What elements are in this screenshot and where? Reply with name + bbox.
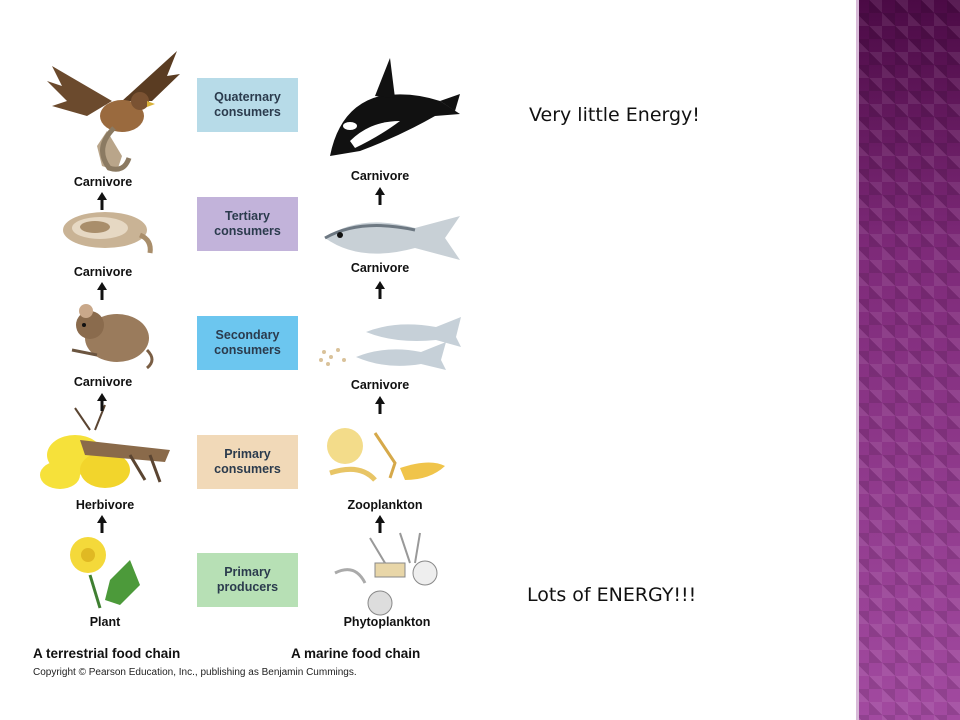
level-tertiary-consumers: Tertiary consumers [197, 197, 298, 251]
tuna-illustration [324, 216, 460, 260]
level-primary-consumers: Primary consumers [197, 435, 298, 489]
grasshopper-on-flower-illustration [40, 404, 170, 489]
orca-illustration [330, 58, 460, 156]
marine-label-3: Carnivore [350, 378, 410, 392]
zooplankton-illustration [327, 428, 445, 482]
arrow-up-icon [375, 396, 385, 414]
phytoplankton-illustration [334, 532, 438, 616]
terrestrial-label-5: Plant [89, 615, 121, 629]
decorative-side-band [856, 0, 960, 720]
level-quaternary-consumers: Quaternary consumers [197, 78, 298, 132]
small-fish-illustration [319, 317, 461, 370]
terrestrial-label-2: Carnivore [73, 265, 133, 279]
arrow-up-icon [97, 282, 107, 300]
terrestrial-label-4: Herbivore [75, 498, 135, 512]
marine-label-4: Zooplankton [347, 498, 423, 512]
arrow-up-icon [375, 515, 385, 533]
hawk-illustration [47, 51, 180, 172]
terrestrial-chain-title: A terrestrial food chain [33, 646, 181, 661]
arrow-up-icon [375, 281, 385, 299]
marine-chain-title: A marine food chain [291, 646, 421, 661]
terrestrial-label-3: Carnivore [73, 375, 133, 389]
marine-label-2: Carnivore [350, 261, 410, 275]
arrow-up-icon [97, 515, 107, 533]
terrestrial-label-1: Carnivore [73, 175, 133, 189]
marine-label-1: Carnivore [350, 169, 410, 183]
marine-label-5: Phytoplankton [343, 615, 431, 629]
copyright-text: Copyright © Pearson Education, Inc., pub… [33, 667, 357, 678]
level-primary-producers: Primary producers [197, 553, 298, 607]
mouse-illustration [71, 304, 154, 370]
plant-illustration [70, 537, 140, 609]
arrow-up-icon [97, 393, 107, 411]
snake-illustration [63, 212, 153, 254]
energy-bottom-note: Lots of ENERGY!!! [527, 584, 697, 606]
arrow-up-icon [375, 187, 385, 205]
food-chain-figure: Quaternary consumers Tertiary consumers … [0, 0, 480, 690]
level-secondary-consumers: Secondary consumers [197, 316, 298, 370]
arrow-up-icon [97, 192, 107, 210]
energy-top-note: Very little Energy! [529, 104, 700, 126]
